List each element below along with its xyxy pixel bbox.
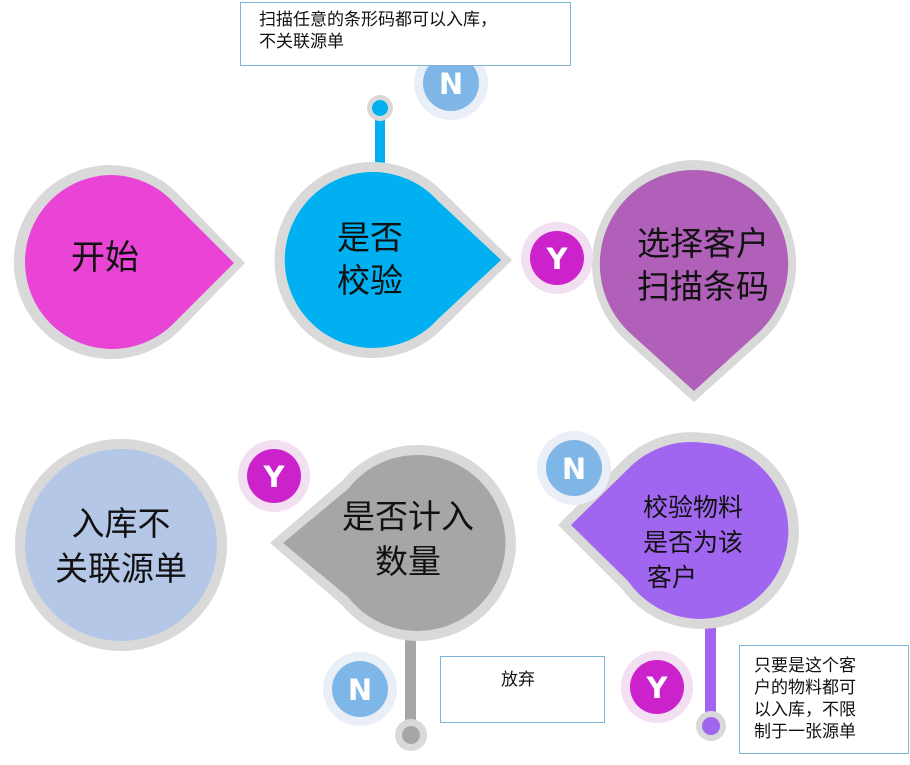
- node-start-label: 开始: [71, 238, 139, 278]
- note-customer-material: 只要是这个客 户的物料都可 以入库，不限 制于一张源单: [739, 645, 909, 754]
- node-start: 开始: [13, 165, 246, 359]
- badge-no-count: N: [323, 652, 397, 726]
- badge-circle: [423, 55, 479, 111]
- badge-circle: [630, 660, 684, 714]
- badge-yes-check: Y: [521, 222, 593, 294]
- connector-bar: [405, 630, 416, 735]
- node-select: 选择客户 扫描条码: [591, 160, 797, 402]
- node-verify: 校验物料 是否为该 客户: [558, 432, 799, 629]
- connector-end-dot: [702, 717, 720, 735]
- connector-verify-yes: [696, 610, 726, 741]
- node-select-shape: [599, 169, 789, 391]
- note-abandon-line-1: 放弃: [501, 670, 535, 690]
- node-verify-shape: [571, 441, 789, 619]
- badge-letter: Y: [646, 671, 669, 705]
- node-verify-label-2: 是否为该: [643, 528, 743, 557]
- connector-count-no: [395, 630, 427, 751]
- badge-circle: [546, 440, 602, 496]
- node-select-label-2: 扫描条码: [637, 267, 769, 306]
- badge-circle: [530, 231, 584, 285]
- badge-letter: N: [562, 452, 586, 486]
- connector-bar: [375, 108, 385, 170]
- note-customer-material-line-1: 只要是这个客: [754, 656, 856, 676]
- node-start-shape: [25, 174, 235, 349]
- note-customer-material-line-3: 以入库，不限: [754, 700, 856, 720]
- node-check-shape: [284, 171, 501, 348]
- note-abandon: 放弃: [440, 656, 605, 723]
- node-count: 是否计入 数量: [270, 444, 516, 641]
- node-no-link: 入库不 关联源单: [15, 439, 227, 651]
- badge-yes-verify: Y: [621, 651, 693, 723]
- node-verify-label-3: 客户: [647, 563, 697, 592]
- note-any-barcode-line-1: 扫描任意的条形码都可以入库，: [259, 10, 497, 30]
- node-count-label-2: 数量: [375, 542, 441, 581]
- connector-end-dot: [402, 726, 420, 744]
- badge-yes-count: Y: [238, 440, 310, 512]
- node-no-link-shape: [25, 449, 217, 641]
- node-check-label-1: 是否: [337, 218, 403, 257]
- note-customer-material-line-2: 户的物料都可: [754, 678, 856, 698]
- note-customer-material-line-4: 制于一张源单: [754, 722, 856, 742]
- note-any-barcode-line-2: 不关联源单: [259, 32, 344, 52]
- badge-circle: [247, 449, 301, 503]
- connector-check-no: [367, 95, 393, 170]
- node-verify-label-1: 校验物料: [643, 493, 743, 522]
- node-count-shape: [283, 454, 506, 631]
- node-check-label-2: 校验: [337, 261, 403, 300]
- node-count-label-1: 是否计入: [342, 497, 474, 536]
- badge-circle: [332, 661, 388, 717]
- badge-letter: N: [439, 67, 463, 101]
- node-check: 是否 校验: [274, 161, 512, 358]
- badge-letter: Y: [263, 460, 286, 494]
- node-select-label-1: 选择客户: [637, 224, 769, 263]
- badge-letter: N: [348, 673, 372, 707]
- node-no-link-label-2: 关联源单: [55, 549, 187, 588]
- connector-end-dot: [372, 100, 388, 116]
- badge-no-top: N: [414, 46, 488, 120]
- badge-no-verify: N: [537, 431, 611, 505]
- note-any-barcode: 扫描任意的条形码都可以入库， 不关联源单: [240, 2, 571, 66]
- node-no-link-label-1: 入库不: [72, 504, 171, 543]
- badge-letter: Y: [546, 242, 569, 276]
- connector-bar: [705, 610, 716, 728]
